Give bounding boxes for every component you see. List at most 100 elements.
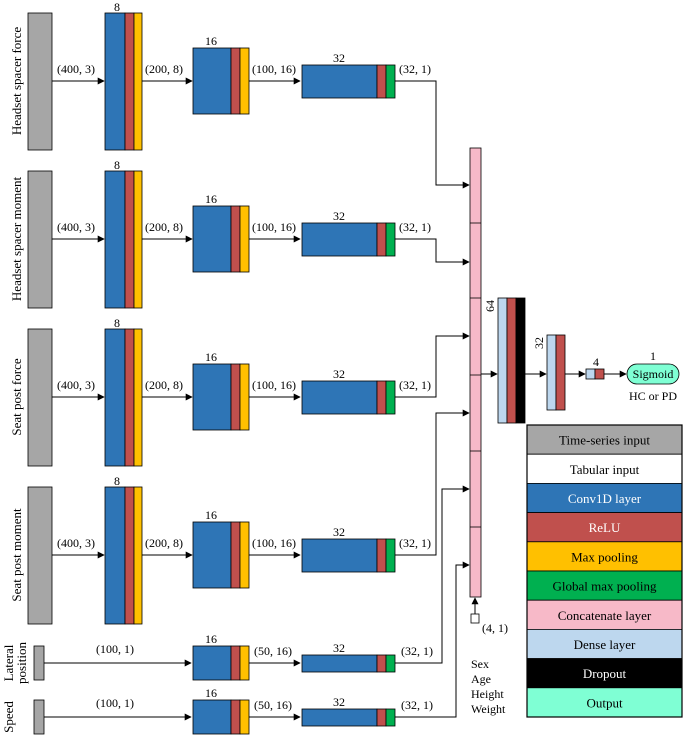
shape-label: (50, 16): [254, 698, 292, 712]
conv1d-block: [301, 654, 378, 673]
conv1d-block: [104, 170, 126, 309]
branch-name-label: Seat post moment: [9, 508, 24, 602]
conv1d-block: [301, 64, 378, 99]
units-label: 4: [593, 355, 599, 369]
maxpool-block: [133, 170, 143, 309]
input-shape-label: (400, 3): [57, 62, 95, 76]
shape-label: (32, 1): [399, 378, 431, 392]
conv1d-block: [192, 645, 232, 681]
filter-count-label: 16: [205, 686, 217, 700]
units-label: 1: [650, 349, 656, 363]
legend-label: Output: [586, 695, 623, 710]
shape-label: (200, 8): [145, 536, 183, 550]
legend-label: Dropout: [583, 666, 627, 681]
arrow-to-concat: [395, 561, 470, 718]
legend-label: Global max pooling: [553, 579, 657, 594]
time-series-input: [27, 328, 53, 467]
legend-item: Concatenate layer: [526, 599, 683, 630]
conv1d-block: [104, 12, 126, 151]
legend-label: Max pooling: [571, 549, 638, 564]
tabular-feature-label: Age: [471, 672, 491, 686]
filter-count-label: 32: [333, 525, 345, 539]
branch-name-label: Headset spacer force: [9, 27, 24, 135]
maxpool-block: [239, 205, 250, 273]
dense-layer: [546, 334, 557, 411]
relu-block: [230, 363, 241, 431]
dense-layer: [585, 368, 596, 380]
filter-count-label: 8: [114, 158, 120, 172]
time-series-input: [27, 486, 53, 625]
arrow-to-concat: [395, 332, 470, 398]
relu-block: [230, 47, 241, 115]
relu-block: [376, 654, 387, 673]
legend-swatch: [526, 424, 683, 455]
shape-label: (200, 8): [145, 220, 183, 234]
arrow-to-concat: [395, 409, 470, 556]
shape-label: (50, 16): [254, 644, 292, 658]
relu-block: [124, 12, 135, 151]
units-label: 32: [532, 337, 546, 349]
shape-label: (200, 8): [145, 378, 183, 392]
filter-count-label: 32: [333, 641, 345, 655]
shape-label: (32, 1): [399, 62, 431, 76]
legend-item: ReLU: [526, 512, 683, 543]
arrow-to-concat: [395, 80, 470, 189]
legend-label: Dense layer: [574, 637, 636, 652]
shape-label: (200, 8): [145, 62, 183, 76]
global-max-pooling-block: [385, 380, 396, 415]
filter-count-label: 16: [205, 508, 217, 522]
legend-label: Tabular input: [570, 462, 640, 477]
branch-name-label: Seat post force: [9, 358, 24, 435]
conv1d-block: [192, 699, 232, 735]
shape-label: (32, 1): [399, 536, 431, 550]
relu-block: [230, 699, 241, 735]
relu-block: [376, 538, 387, 573]
input-shape-label: (100, 1): [96, 642, 134, 656]
tabular-feature-label: Sex: [471, 657, 489, 671]
relu-block: [594, 368, 605, 380]
shape-label: (100, 16): [252, 220, 296, 234]
shape-label: (32, 1): [401, 644, 433, 658]
legend-swatch: [526, 687, 683, 718]
relu-block: [230, 645, 241, 681]
tabular-feature-label: Weight: [471, 702, 506, 716]
global-max-pooling-block: [385, 654, 396, 673]
legend-border: [526, 424, 683, 718]
shape-label: (100, 16): [252, 536, 296, 550]
shape-label: (100, 16): [252, 378, 296, 392]
time-series-input: [27, 12, 53, 151]
global-max-pooling-block: [385, 222, 396, 257]
dense-layer: [497, 297, 508, 424]
filter-count-label: 8: [114, 474, 120, 488]
relu-block: [555, 334, 566, 411]
legend-label: Concatenate layer: [558, 608, 652, 623]
output-layer: [626, 363, 680, 385]
output-caption: HC or PD: [629, 389, 677, 403]
legend-item: Dropout: [526, 658, 683, 689]
small-branch-2: Speed (100, 1) 16 (50, 16) 32 (32, 1): [1, 561, 470, 735]
legend-item: Max pooling: [526, 541, 683, 572]
filter-count-label: 8: [114, 316, 120, 330]
arrow-to-concat: [395, 238, 470, 266]
conv1d-block: [301, 538, 378, 573]
relu-block: [376, 64, 387, 99]
time-series-input: [33, 645, 45, 681]
relu-block: [230, 205, 241, 273]
legend-label: Conv1D layer: [568, 491, 642, 506]
legend-label: ReLU: [589, 520, 621, 535]
legend-swatch: [526, 482, 683, 513]
tabular-input: [470, 613, 480, 624]
branch-1: Headset spacer force(400, 3)8(200, 8)16(…: [9, 0, 470, 189]
maxpool-block: [133, 486, 143, 625]
concatenate-layer: [469, 147, 482, 598]
legend-item: Tabular input: [526, 453, 683, 484]
legend-item: Dense layer: [526, 629, 683, 660]
conv1d-block: [301, 708, 378, 727]
global-max-pooling-block: [385, 64, 396, 99]
branch-name-label: Speed: [1, 701, 16, 733]
input-shape-label: (400, 3): [57, 378, 95, 392]
filter-count-label: 16: [205, 350, 217, 364]
conv1d-block: [104, 486, 126, 625]
relu-block: [124, 486, 135, 625]
